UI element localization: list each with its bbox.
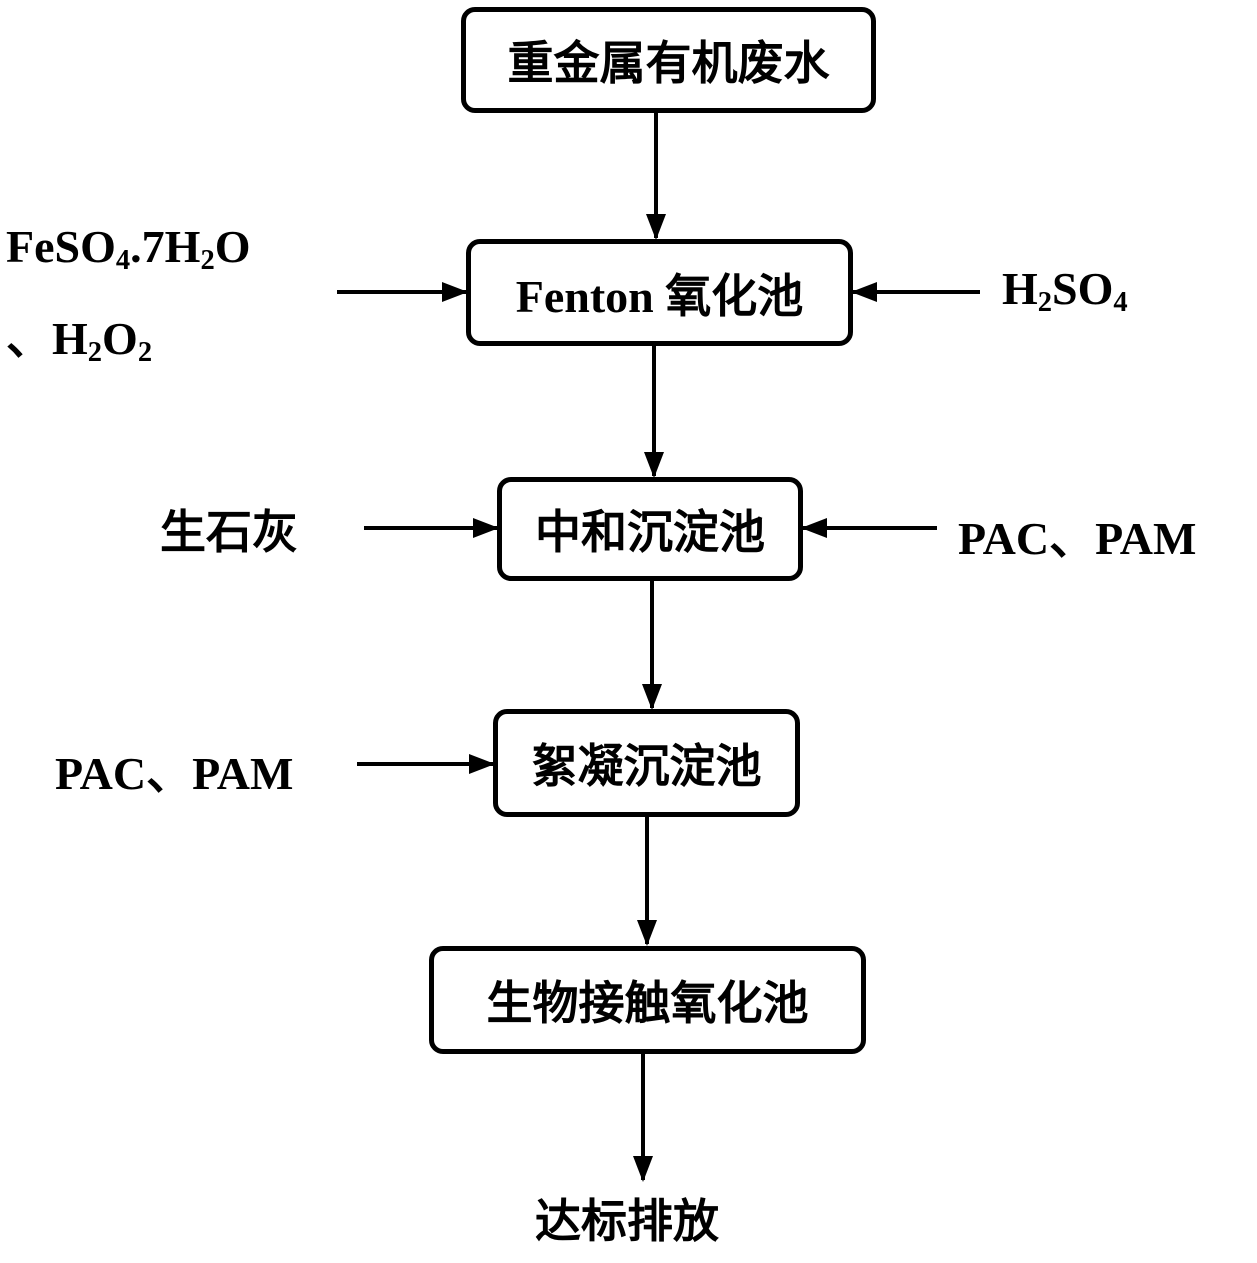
node-flocculation: 絮凝沉淀池 <box>493 709 800 817</box>
input-pac-pam-label: PAC、PAM <box>55 748 294 799</box>
formula-subscript: 2 <box>1037 287 1053 319</box>
formula-part: H <box>1002 263 1038 314</box>
input-sulfuric-acid: H2SO4 <box>1002 262 1128 319</box>
input-quicklime-label: 生石灰 <box>160 505 298 559</box>
node-neutralization: 中和沉淀池 <box>497 477 803 581</box>
node-wastewater: 重金属有机废水 <box>461 7 876 113</box>
formula-part: FeSO <box>6 221 116 272</box>
formula-subscript: 4 <box>1113 287 1128 319</box>
input-hydrogen-peroxide: 、H2O2 <box>6 302 152 369</box>
formula-part: SO <box>1052 263 1114 314</box>
formula-part: 、H <box>6 313 88 364</box>
input-ferrous-sulfate: FeSO4.7H2O <box>6 220 250 277</box>
input-quicklime: 生石灰 <box>160 496 298 562</box>
node-discharge: 达标排放 <box>535 1185 719 1251</box>
formula-subscript: 2 <box>87 337 103 369</box>
input-pac-pam-label: PAC、PAM <box>958 513 1197 564</box>
node-flocculation-label: 絮凝沉淀池 <box>531 739 762 793</box>
node-bio-oxidation: 生物接触氧化池 <box>429 946 866 1054</box>
node-wastewater-label: 重金属有机废水 <box>507 36 830 90</box>
node-bio-oxidation-label: 生物接触氧化池 <box>486 976 809 1030</box>
formula-subscript: 4 <box>115 245 131 277</box>
formula-part: O <box>214 221 251 272</box>
node-neutralization-label: 中和沉淀池 <box>535 505 765 559</box>
formula-part: O <box>102 313 138 364</box>
node-fenton-label: Fenton 氧化池 <box>515 270 804 322</box>
formula-subscript: 2 <box>137 337 153 369</box>
input-pac-pam-flocculation: PAC、PAM <box>55 737 293 803</box>
input-pac-pam-neutralization: PAC、PAM <box>958 502 1196 568</box>
formula-part: .7H <box>130 221 201 272</box>
node-fenton-oxidation: Fenton 氧化池 <box>466 239 853 346</box>
formula-subscript: 2 <box>200 245 215 277</box>
node-discharge-label: 达标排放 <box>535 1194 719 1248</box>
